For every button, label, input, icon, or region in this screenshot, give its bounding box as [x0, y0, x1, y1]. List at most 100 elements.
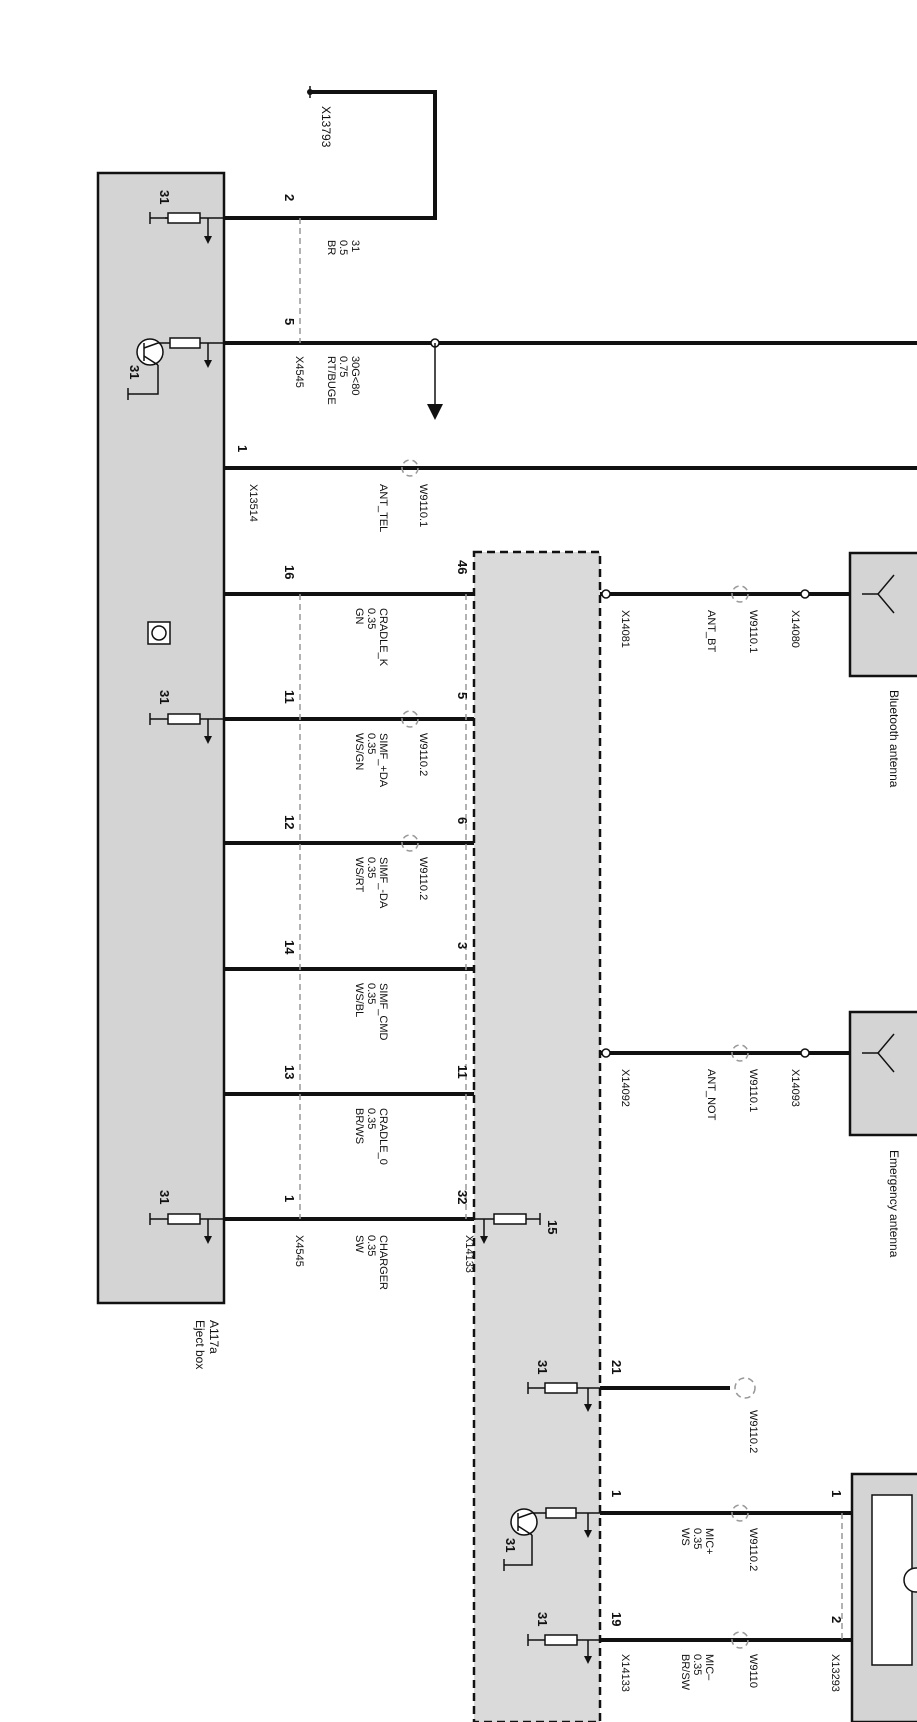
shield-w9110-1-a: W9110.1 [417, 484, 429, 527]
connector-x14081: X14081 [619, 610, 631, 648]
wire-size-cradle-k: 0.35 [365, 608, 377, 629]
ground-label-2: 31 [127, 365, 142, 379]
emergency-antenna-icon [862, 1033, 895, 1073]
wire-signal-simf-minus: SIMF_-DA [377, 857, 389, 909]
wire-signal-charger: CHARGER [377, 1235, 389, 1290]
pin-13: 13 [282, 1065, 297, 1079]
eject-symbol-icon [147, 621, 171, 645]
bluetooth-antenna-label: Bluetooth antenna [887, 690, 901, 788]
pin-6-far: 6 [455, 817, 470, 824]
ground-label-5: 31 [535, 1360, 550, 1374]
transistor-icon-1 [127, 337, 224, 400]
wire-size-0-5: 0.5 [337, 240, 349, 255]
shield-w9110-2-b: W9110.2 [417, 857, 429, 900]
connector-x14093: X14093 [789, 1069, 801, 1107]
connector-x13793: X13793 [319, 106, 333, 148]
wire-signal-cradle-0: CRADLE_0 [377, 1108, 389, 1165]
shield-w9110-1-b: W9110.1 [747, 610, 759, 653]
wire-signal-cradle-k: CRADLE_K [377, 608, 389, 667]
pin-11: 11 [282, 690, 297, 704]
microphone-icon [903, 1567, 917, 1593]
connector-x13514: X13514 [247, 484, 259, 522]
wire-color-simf-cmd: WS/BL [353, 983, 365, 1017]
pin-1-mic: 1 [609, 1490, 624, 1497]
pin-21: 21 [609, 1360, 624, 1374]
wire-size-charger: 0.35 [365, 1235, 377, 1256]
wire-signal-31: 31 [349, 240, 361, 252]
connector-x4545-top: X4545 [293, 356, 305, 388]
eject-box-ref: A117a [207, 1320, 221, 1354]
shield-w9110-2-d: W9110.2 [747, 1528, 759, 1571]
wire-ground-x13793 [224, 90, 437, 220]
wire-color-mic-minus: BR/SW [679, 1654, 691, 1691]
wire-size-simf-cmd: 0.35 [365, 983, 377, 1004]
connector-x4545-bottom: X4545 [293, 1235, 305, 1267]
connector-x14133-bottom: X14133 [619, 1654, 631, 1692]
ground-label-3: 31 [157, 690, 172, 704]
wire-color-br: BR [325, 240, 337, 255]
pin-32-far: 32 [455, 1190, 470, 1204]
wire-size-cradle-0: 0.35 [365, 1108, 377, 1129]
supply-resistor-15 [474, 1213, 541, 1244]
bus-wires [224, 218, 474, 1221]
wire-color-cradle-0: BR/WS [353, 1108, 365, 1144]
wire-signal-simf-cmd: SIMF_CMD [377, 983, 389, 1041]
wire-color-mic-plus: WS [679, 1528, 691, 1546]
bluetooth-antenna-icon [862, 574, 895, 614]
wire-signal-mic-plus: MIC+ [703, 1528, 715, 1555]
transistor-icon-2 [503, 1507, 600, 1571]
pin-2: 2 [282, 194, 297, 201]
shield-w9110-1-c: W9110.1 [747, 1069, 759, 1112]
wire-signal-simf-plus: SIMF_+DA [377, 733, 389, 788]
connector-x13293: X13293 [829, 1654, 841, 1692]
pin-1-mic-far: 1 [829, 1490, 844, 1497]
ground-label-7: 31 [535, 1612, 550, 1626]
wire-size-mic-plus: 0.35 [691, 1528, 703, 1549]
bluetooth-antenna-box [848, 551, 917, 678]
wire-color-rtbuge: RT/BUGE [325, 356, 337, 405]
eject-box-body [96, 171, 226, 1305]
wire-signal-ant-not: ANT_NOT [705, 1069, 717, 1121]
wire-color-charger: SW [353, 1235, 365, 1253]
pin-11-far: 11 [455, 1065, 470, 1079]
shield-w9110-2-a: W9110.2 [417, 733, 429, 776]
wire-signal-mic-minus: MIC– [703, 1654, 715, 1681]
wire-signal-ant-bt: ANT_BT [705, 610, 717, 652]
pin-14: 14 [282, 940, 297, 955]
supply-label-15: 15 [545, 1220, 560, 1234]
ground-resistor-4 [527, 1382, 600, 1412]
connector-x14080: X14080 [789, 610, 801, 648]
wire-size-simf-plus: 0.35 [365, 733, 377, 754]
ground-label-6: 31 [503, 1538, 518, 1552]
wire-color-simf-minus: WS/RT [353, 857, 365, 893]
pin-3-far: 3 [455, 942, 470, 949]
shield-w9110-e: W9110 [747, 1654, 759, 1688]
pin-5-far: 5 [455, 692, 470, 699]
wire-signal-ant-tel: ANT_TEL [377, 484, 389, 532]
pin-16: 16 [282, 565, 297, 579]
wire-size-mic-minus: 0.35 [691, 1654, 703, 1675]
pin-1-charger: 1 [282, 1195, 297, 1202]
wire-size-0-75: 0.75 [337, 356, 349, 377]
wire-color-simf-plus: WS/GN [353, 733, 365, 770]
ground-resistor-1 [149, 212, 224, 244]
pin-2-mic-far: 2 [829, 1616, 844, 1623]
ground-resistor-3 [149, 1213, 224, 1244]
wire-color-cradle-k: GN [353, 608, 365, 625]
pin-46: 46 [455, 560, 470, 574]
connector-x14133: X14133 [463, 1235, 475, 1273]
wire-size-simf-minus: 0.35 [365, 857, 377, 878]
wire-signal-30g: 30G<80 [349, 356, 361, 395]
ground-resistor-5 [527, 1634, 600, 1664]
ground-label-1: 31 [157, 190, 172, 204]
shield-w9110-2-c: W9110.2 [747, 1410, 759, 1453]
control-unit-body [472, 550, 602, 1722]
supply-arrow [427, 404, 443, 420]
emergency-antenna-box [848, 1010, 917, 1137]
connector-x14092: X14092 [619, 1069, 631, 1107]
pin-19: 19 [609, 1612, 624, 1626]
pin-12: 12 [282, 815, 297, 829]
emergency-antenna-label: Emergency antenna [887, 1150, 901, 1258]
eject-box-name: Eject box [193, 1320, 207, 1369]
